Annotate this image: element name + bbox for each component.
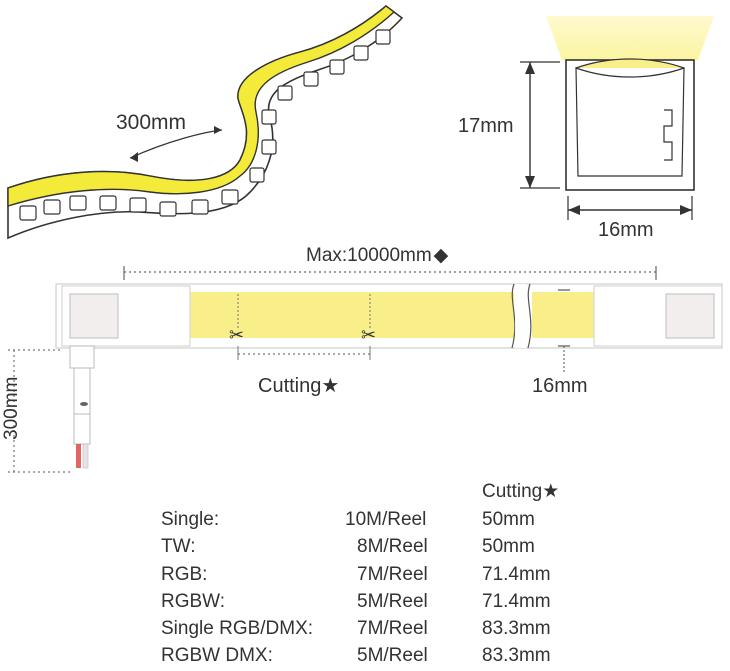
reel-length: 10M/Reel: [345, 509, 427, 530]
cutting-unit: 50mm: [482, 509, 535, 530]
reel-length: 7M/Reel: [357, 564, 428, 585]
cutting-text: Cutting: [258, 375, 322, 397]
reel-length: 5M/Reel: [357, 645, 428, 666]
scissors-icon: ✂: [229, 325, 245, 345]
product-type: TW:: [161, 536, 196, 557]
reel-length: 8M/Reel: [357, 536, 428, 557]
product-type: RGBW DMX:: [161, 645, 273, 666]
profile-height-label: 17mm: [458, 115, 514, 137]
cutting-header-text: Cutting: [482, 481, 543, 502]
reel-length: 7M/Reel: [357, 618, 428, 639]
scissors-icon: ✂: [361, 325, 377, 345]
cutting-unit: 50mm: [482, 536, 535, 557]
cutting-unit: 83.3mm: [482, 645, 551, 666]
profile-width-label: 16mm: [598, 219, 654, 241]
cutting-unit: 83.3mm: [482, 618, 551, 639]
end-width-label: 16mm: [532, 375, 588, 397]
product-type: RGBW:: [161, 591, 226, 612]
product-type: Single RGB/DMX:: [161, 618, 314, 639]
product-type: RGB:: [161, 564, 208, 585]
cutting-unit: 71.4mm: [482, 564, 551, 585]
cable-length-label: 300mm: [1, 376, 22, 440]
flex-length-label: 300mm: [116, 111, 187, 134]
strip-length-drawing: [8, 266, 723, 473]
max-length-text: Max:10000mm: [306, 245, 432, 266]
cutting-label: Cutting★: [258, 376, 339, 396]
reel-length: 5M/Reel: [357, 591, 428, 612]
profile-cross-section: [520, 16, 714, 220]
star-icon: ★: [542, 481, 560, 502]
diamond-icon: ◆: [433, 245, 449, 266]
star-icon: ★: [321, 375, 340, 397]
flex-strip-illustration: [7, 4, 404, 240]
max-length-label: Max:10000mm◆: [306, 246, 448, 265]
cutting-header: Cutting★: [482, 482, 559, 501]
cutting-unit: 71.4mm: [482, 591, 551, 612]
product-type: Single:: [161, 509, 220, 530]
